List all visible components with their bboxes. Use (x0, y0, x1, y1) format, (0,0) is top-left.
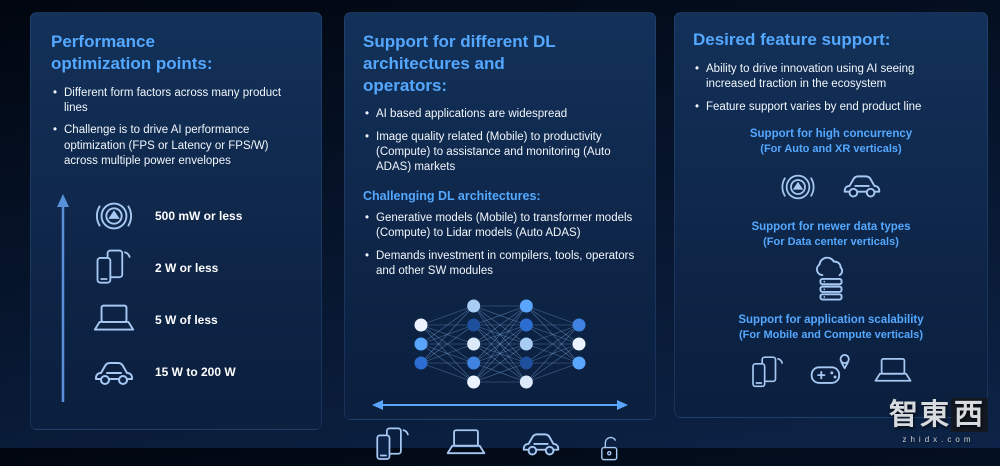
bullet-item: Different form factors across many produ… (51, 86, 289, 117)
challenging-architectures-subheading: Challenging DL architectures: (363, 188, 541, 203)
device-icons-row (363, 420, 637, 466)
dl-bullet-list: AI based applications are widespread Ima… (363, 107, 637, 176)
performance-panel-title: Performance optimization points: (51, 32, 213, 73)
feature-subheading: (For Mobile and Compute verticals) (739, 329, 923, 342)
power-level-row: 5 W of less (87, 294, 301, 346)
power-level-row: 15 W to 200 W (87, 346, 301, 398)
dl-architectures-panel: Support for different DL architectures a… (344, 12, 656, 460)
laptop-icon (872, 351, 914, 393)
gamepad-icon (808, 349, 852, 393)
bullet-text: Challenge is to drive AI performance opt… (64, 124, 269, 168)
feature-icons (693, 162, 969, 208)
bullet-text: AI based applications are widespread (376, 108, 568, 121)
performance-panel: Performance optimization points: Differe… (30, 12, 322, 430)
laptop-icon (87, 297, 141, 343)
laptop-icon (444, 422, 488, 466)
power-envelope-ladder: 500 mW or less 2 W or less 5 W of less 1… (51, 190, 301, 402)
watermark-chinese: 智東西 (889, 391, 988, 433)
car-icon (839, 162, 885, 208)
power-level-label: 15 W to 200 W (155, 364, 236, 379)
watermark-url: zhidx.com (902, 435, 975, 444)
bullet-item: Feature support varies by end product li… (693, 100, 969, 116)
bullet-item: Challenge is to drive AI performance opt… (51, 123, 289, 169)
feature-icons (693, 255, 969, 301)
bullet-text: Demands investment in compilers, tools, … (376, 249, 635, 278)
neural-network-diagram (363, 294, 637, 394)
desired-features-panel: Desired feature support: Ability to driv… (674, 12, 988, 418)
bullet-text: Different form factors across many produ… (64, 86, 282, 114)
double-arrow-icon (372, 399, 628, 410)
up-arrow-icon (57, 193, 69, 402)
feature-heading: Support for newer data types (751, 221, 911, 234)
feature-newer-data-types: Support for newer data types (For Data c… (693, 220, 969, 301)
car-icon (518, 420, 564, 466)
open-padlock-icon (594, 432, 628, 466)
feature-subheading: (For Auto and XR verticals) (760, 142, 902, 155)
features-bullet-list: Ability to drive innovation using AI see… (693, 62, 969, 116)
neural-network-svg (414, 299, 586, 388)
power-level-label: 2 W or less (155, 260, 219, 275)
cloud-server-icon (808, 255, 854, 301)
dual-phone-icon (372, 424, 414, 466)
dl-panel-title: Support for different DL architectures a… (363, 32, 556, 95)
zhidx-watermark: 智東西 zhidx.com (889, 391, 988, 444)
features-panel-title: Desired feature support: (693, 30, 891, 49)
power-level-row: 500 mW or less (87, 190, 301, 242)
power-level-row: 2 W or less (87, 242, 301, 294)
bullet-item: Generative models (Mobile) to transforme… (363, 211, 637, 242)
watermark-boxed-char: 西 (950, 398, 988, 432)
bullet-item: AI based applications are widespread (363, 107, 637, 123)
bullet-item: Image quality related (Mobile) to produc… (363, 130, 637, 176)
bullet-text: Ability to drive innovation using AI see… (706, 62, 915, 91)
double-arrow-row (363, 398, 637, 412)
smartwatch-icon (87, 193, 141, 239)
challenging-bullet-list: Generative models (Mobile) to transforme… (363, 211, 637, 280)
feature-heading: Support for application scalability (738, 314, 924, 327)
car-icon (87, 348, 141, 396)
power-level-label: 500 mW or less (155, 208, 243, 223)
performance-bullet-list: Different form factors across many produ… (51, 86, 301, 170)
power-level-label: 5 W of less (155, 312, 218, 327)
feature-application-scalability: Support for application scalability (For… (693, 313, 969, 392)
bullet-item: Demands investment in compilers, tools, … (363, 249, 637, 280)
smartwatch-icon (777, 166, 819, 208)
feature-heading: Support for high concurrency (749, 127, 913, 140)
feature-subheading: (For Data center verticals) (763, 236, 899, 249)
dual-phone-icon (748, 353, 788, 393)
feature-high-concurrency: Support for high concurrency (For Auto a… (693, 127, 969, 208)
feature-icons (693, 349, 969, 393)
bullet-text: Image quality related (Mobile) to produc… (376, 130, 611, 174)
bullet-text: Feature support varies by end product li… (706, 100, 922, 113)
bullet-item: Ability to drive innovation using AI see… (693, 62, 969, 93)
bullet-text: Generative models (Mobile) to transforme… (376, 211, 633, 240)
dual-phone-icon (87, 246, 141, 290)
